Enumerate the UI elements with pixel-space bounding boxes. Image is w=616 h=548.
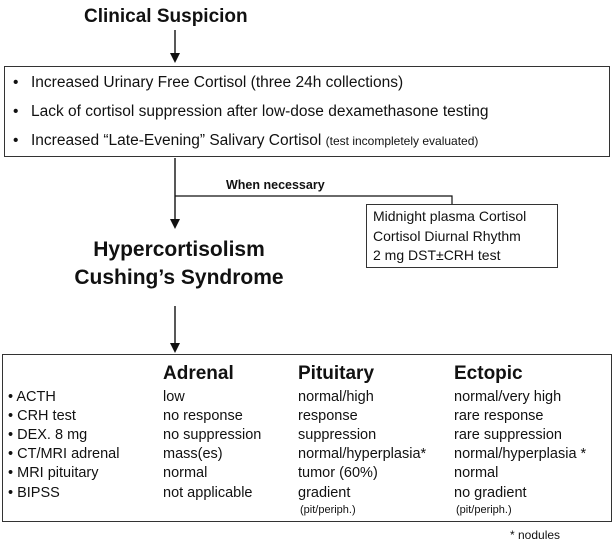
when-necessary-label: When necessary [226, 178, 325, 192]
row-label: • MRI pituitary [8, 465, 99, 481]
adrenal-cell: mass(es) [163, 446, 223, 462]
test-item: •Increased “Late-Evening” Salivary Corti… [13, 132, 479, 149]
row-label: • ACTH [8, 389, 56, 405]
test-item-text: Increased “Late-Evening” Salivary Cortis… [31, 132, 322, 149]
ectopic-cell: normal [454, 465, 499, 481]
adrenal-cell: not applicable [163, 485, 253, 501]
row-label: • BIPSS [8, 485, 60, 501]
test-item-text: Increased Urinary Free Cortisol (three 2… [31, 74, 404, 91]
ectopic-cell: rare response [454, 408, 544, 424]
adrenal-cell: low [163, 389, 185, 405]
row-label: • DEX. 8 mg [8, 427, 88, 443]
bipss-note-pituitary: (pit/periph.) [300, 504, 356, 516]
test-item: •Lack of cortisol suppression after low-… [13, 103, 489, 120]
pituitary-cell: normal/high [298, 389, 374, 405]
clinical-suspicion-title: Clinical Suspicion [84, 6, 248, 27]
adrenal-cell: no response [163, 408, 243, 424]
pituitary-cell: suppression [298, 427, 377, 443]
ectopic-cell: normal/very high [454, 389, 562, 405]
additional-tests-box: Midnight plasma Cortisol Cortisol Diurna… [366, 204, 558, 268]
pituitary-cell: tumor (60%) [298, 465, 378, 481]
diagnosis-line-1: Hypercortisolism [93, 238, 265, 261]
diagnosis-heading: Hypercortisolism Cushing’s Syndrome [74, 236, 284, 292]
ectopic-cell: rare suppression [454, 427, 562, 443]
pituitary-cell: response [298, 408, 358, 424]
column-header-pituitary: Pituitary [298, 363, 375, 384]
differential-table-box: Adrenal Pituitary Ectopic • ACTH low nor… [2, 354, 612, 522]
initial-tests-box: •Increased Urinary Free Cortisol (three … [4, 66, 610, 157]
additional-test-line: 2 mg DST±CRH test [373, 247, 501, 263]
adrenal-cell: normal [163, 465, 208, 481]
pituitary-cell: gradient [298, 485, 351, 501]
column-header-adrenal: Adrenal [163, 363, 234, 384]
bipss-note-ectopic: (pit/periph.) [456, 504, 512, 516]
additional-test-line: Midnight plasma Cortisol [373, 208, 527, 224]
test-item-note: (test incompletely evaluated) [325, 134, 479, 148]
footnote: * nodules [510, 528, 561, 542]
test-item: •Increased Urinary Free Cortisol (three … [13, 74, 404, 91]
ectopic-cell: no gradient [454, 485, 527, 501]
row-label: • CT/MRI adrenal [8, 446, 120, 462]
test-item-text: Lack of cortisol suppression after low-d… [31, 103, 489, 120]
diagnosis-line-2: Cushing’s Syndrome [74, 266, 284, 289]
row-label: • CRH test [8, 408, 76, 424]
column-header-ectopic: Ectopic [454, 363, 523, 384]
adrenal-cell: no suppression [163, 427, 262, 443]
pituitary-cell: normal/hyperplasia* [298, 446, 427, 462]
ectopic-cell: normal/hyperplasia * [454, 446, 587, 462]
additional-test-line: Cortisol Diurnal Rhythm [373, 227, 521, 244]
branch-connector [175, 195, 453, 204]
